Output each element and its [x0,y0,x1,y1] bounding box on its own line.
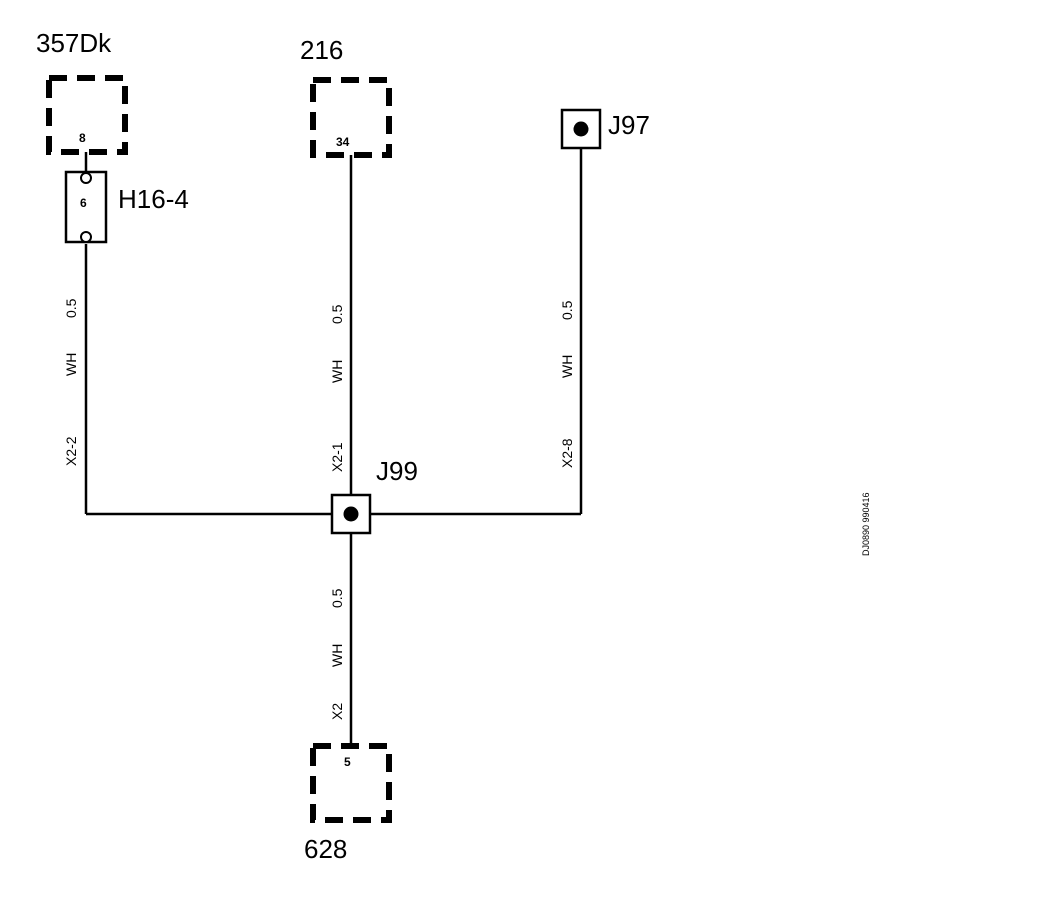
component-628: 5 628 [304,743,392,864]
component-216-label: 216 [300,35,343,65]
wire-label-right: 0.5 WH X2-8 [559,300,575,468]
component-216: 216 34 [300,35,392,158]
wire-left-size: 0.5 [63,298,79,318]
wire-right-size: 0.5 [559,300,575,320]
junction-j99-label: J99 [376,456,418,486]
connector-h16-4-bottom-terminal [80,231,92,243]
wire-center-color: WH [329,360,345,383]
junction-j97-dot [573,121,589,137]
wire-left-id: X2-2 [63,436,79,466]
wire-right-id: X2-8 [559,438,575,468]
drawing-reference: DJ0890 990416 [861,492,871,556]
component-216-pin: 34 [336,135,350,149]
component-357dk-pin: 8 [79,131,86,145]
wire-bottom-color: WH [329,644,345,667]
component-216-box [310,77,392,158]
connector-h16-4-label: H16-4 [118,184,189,214]
component-628-box [310,743,392,823]
wire-bottom-id: X2 [329,703,345,720]
wire-label-left: 0.5 WH X2-2 [63,298,79,466]
junction-j97-label: J97 [608,110,650,140]
component-357dk-box [46,75,128,155]
wire-center-size: 0.5 [329,304,345,324]
connector-h16-4-top-terminal [80,172,92,184]
junction-j99-dot [343,506,359,522]
wire-bottom-size: 0.5 [329,588,345,608]
wire-right-color: WH [559,355,575,378]
connector-h16-4: 6 H16-4 [64,170,189,244]
wire-label-bottom: 0.5 WH X2 [329,588,345,720]
component-357dk: 357Dk 8 [36,28,128,155]
component-357dk-label: 357Dk [36,28,112,58]
component-628-label: 628 [304,834,347,864]
wire-label-center: 0.5 WH X2-1 [329,304,345,472]
wire-left-color: WH [63,353,79,376]
junction-j99: J99 [330,456,418,535]
connector-h16-4-pin: 6 [80,196,87,210]
junction-j97: J97 [560,108,650,150]
component-628-pin: 5 [344,755,351,769]
wire-center-id: X2-1 [329,442,345,472]
